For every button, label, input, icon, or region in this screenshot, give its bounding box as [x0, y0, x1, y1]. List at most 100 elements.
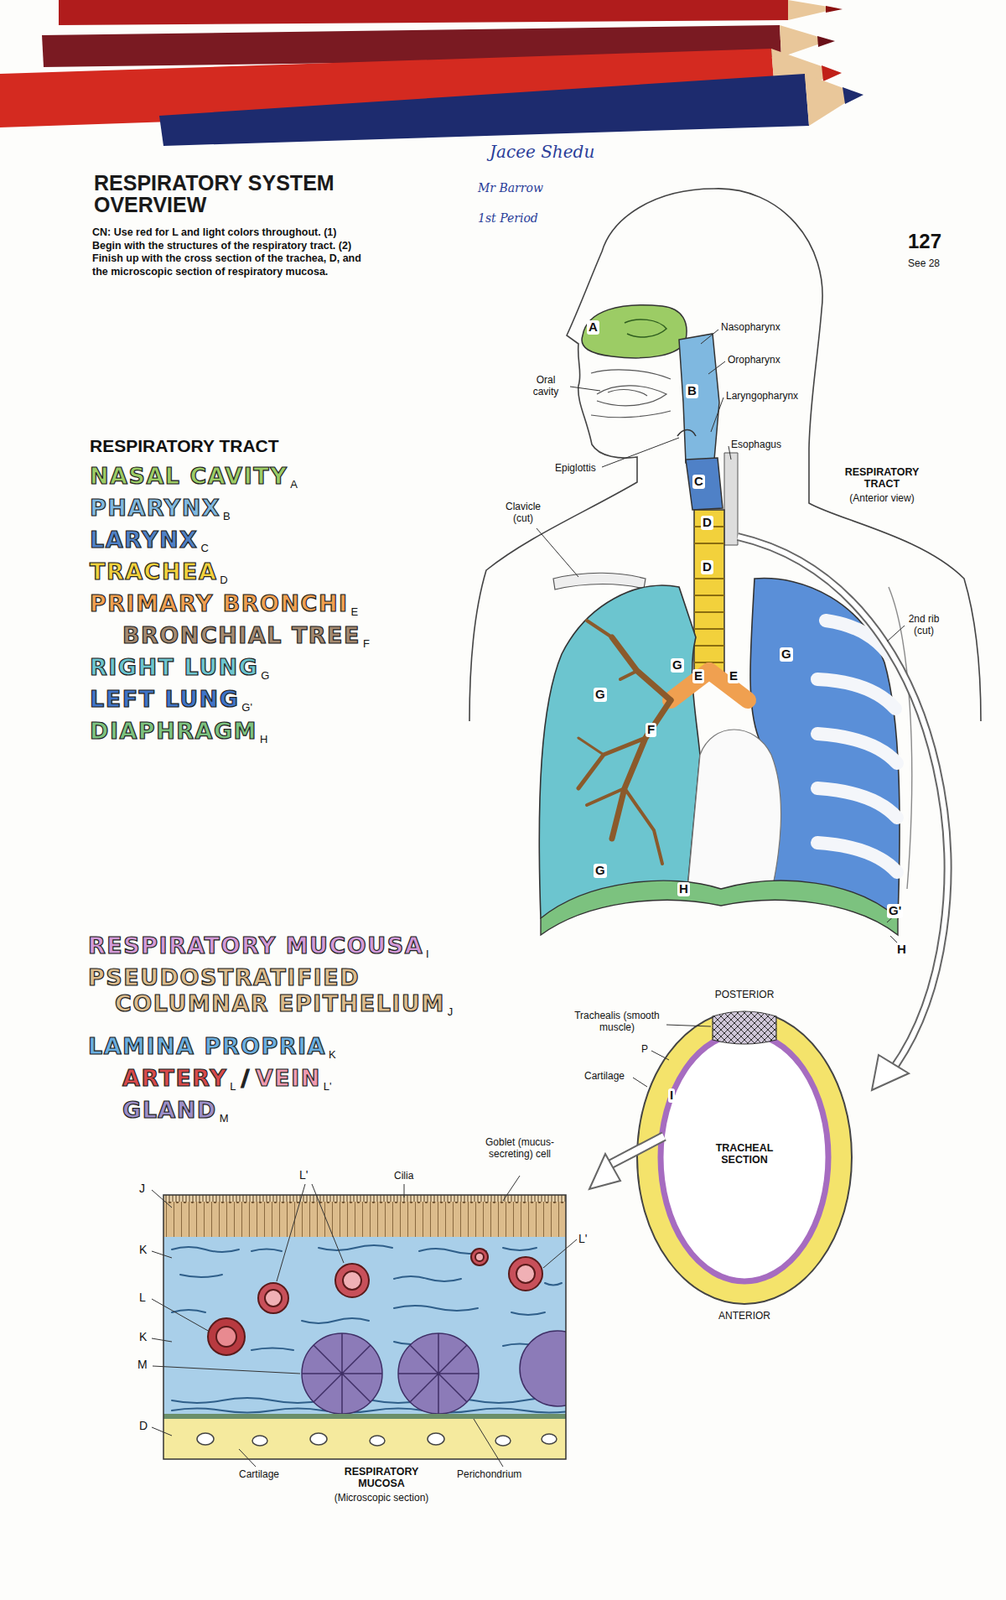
section-frame [163, 1194, 566, 1459]
right-lung [539, 585, 701, 918]
larynx [685, 457, 723, 510]
diaphragm [540, 880, 898, 935]
callout-letter: B [685, 383, 699, 399]
callout-letter: D [700, 560, 714, 575]
handwritten-note: Mr Barrow [477, 181, 544, 195]
callout-letter: L [229, 1080, 236, 1094]
callout-letter: K [328, 1048, 337, 1062]
color-key-term: NASAL CAVITY [89, 462, 288, 489]
hollow-arrow [589, 1135, 664, 1189]
clavicle [553, 572, 646, 590]
callout-letter: E [727, 668, 740, 684]
callout-letter: E [692, 668, 705, 684]
heart-space [687, 729, 782, 893]
callout-letter: G [593, 863, 607, 878]
callout-letter: C [692, 474, 706, 489]
page-title: RESPIRATORY SYSTEM OVERVIEW [93, 171, 379, 217]
pharynx [679, 333, 720, 463]
callout-letter: M [219, 1112, 229, 1126]
oral-cavity [591, 369, 671, 418]
structure-label: (Anterior view) [838, 492, 926, 505]
structure-label: Clavicle (cut) [501, 501, 545, 525]
figure-title: RESPIRATORY MUCOSA [343, 1465, 420, 1490]
callout-letter: B [222, 510, 231, 524]
tracheal-section [637, 1006, 852, 1304]
color-key-term: RESPIRATORY MUCOUSA [88, 932, 424, 959]
structure-label: Cartilage [584, 1070, 625, 1083]
callout-letter: G' [241, 701, 253, 715]
color-key-term: ARTERY [122, 1064, 228, 1091]
pencils [0, 0, 864, 146]
handwritten-note: 1st Period [477, 211, 539, 225]
callout-letter: L' [578, 1232, 587, 1245]
structure-label: Trachealis (smooth muscle) [570, 1010, 664, 1034]
structure-label: Esophagus [731, 439, 782, 452]
body-outline [469, 188, 981, 721]
callout-letter: G [260, 669, 270, 683]
callout-letter: J [447, 1006, 454, 1019]
callout-letter: G [670, 658, 685, 673]
leader-lines [151, 329, 905, 1467]
callout-letter: I [668, 1088, 675, 1103]
esophagus [724, 452, 738, 545]
structure-label: Cartilage [238, 1468, 280, 1481]
callout-letter: K [139, 1243, 147, 1256]
structure-label: ANTERIOR [715, 1310, 774, 1323]
rib-cage [888, 586, 913, 889]
instruction-text: CN: Use red for L and light colors throu… [92, 226, 365, 280]
structure-label: Cilia [394, 1170, 414, 1183]
callout-letter: G' [886, 903, 903, 918]
ribs [817, 620, 898, 872]
color-key-term: GLAND [122, 1096, 218, 1123]
callout-letter: F [645, 722, 657, 737]
callout-letter: F [362, 637, 370, 651]
callout-letter: M [137, 1358, 148, 1371]
callout-letter: J [139, 1182, 146, 1195]
mucosa-section [163, 1194, 566, 1459]
bronchial-tree [578, 620, 671, 864]
structure-label: (Microscopic section) [310, 1492, 453, 1504]
conchae [624, 319, 667, 338]
callout-letter: H [677, 881, 690, 897]
color-key-term: PHARYNX [89, 494, 221, 521]
color-key-term: / [240, 1064, 250, 1091]
color-key-term: LARYNX [89, 526, 198, 553]
callout-letter: K [139, 1330, 147, 1344]
structure-label: Laryngopharynx [725, 390, 799, 403]
structure-label: Epiglottis [554, 462, 597, 475]
color-key-term: PSEUDOSTRATIFIED COLUMNAR EPITHELIUM [88, 964, 491, 1017]
callout-letter: C [200, 542, 208, 555]
callout-letter: D [139, 1419, 148, 1432]
color-key-term: TRACHEA [89, 558, 218, 585]
tracheal-rings [694, 526, 725, 663]
nasal-cavity [581, 305, 687, 358]
structure-label: P [641, 1043, 649, 1056]
color-key-term: BRONCHIAL TREE [122, 622, 361, 649]
figure-title: RESPIRATORY TRACT [844, 466, 920, 491]
structure-label: 2nd rib (cut) [907, 613, 941, 638]
callout-letter: E [351, 606, 359, 619]
callout-letter: D [219, 574, 228, 587]
structure-label: Nasopharynx [720, 321, 781, 334]
structure-label: Oral cavity [524, 374, 567, 399]
structure-label: Perichondrium [456, 1468, 522, 1481]
color-key-term: VEIN [255, 1064, 322, 1091]
callout-letter: I [425, 948, 430, 961]
color-key-term: PRIMARY BRONCHI [89, 590, 349, 617]
callout-letter: G [779, 647, 794, 662]
color-key-term: LAMINA PROPRIA [88, 1032, 327, 1059]
figure-title: TRACHEAL SECTION [706, 1141, 783, 1167]
trachea [694, 509, 725, 674]
callout-letter: D [700, 515, 714, 530]
callout-letter: H [895, 942, 908, 957]
callout-letter: H [259, 733, 268, 747]
callout-letter: L' [299, 1168, 308, 1182]
epiglottis [677, 430, 696, 437]
callout-letter: A [290, 478, 298, 492]
section-heading: RESPIRATORY TRACT [89, 435, 280, 457]
callout-letter: L [139, 1291, 146, 1304]
handwritten-note: Jacee Shedu [489, 142, 595, 162]
page-reference: See 28 [907, 258, 940, 270]
callout-letter: G [593, 687, 607, 702]
color-key-term: LEFT LUNG [89, 685, 239, 712]
